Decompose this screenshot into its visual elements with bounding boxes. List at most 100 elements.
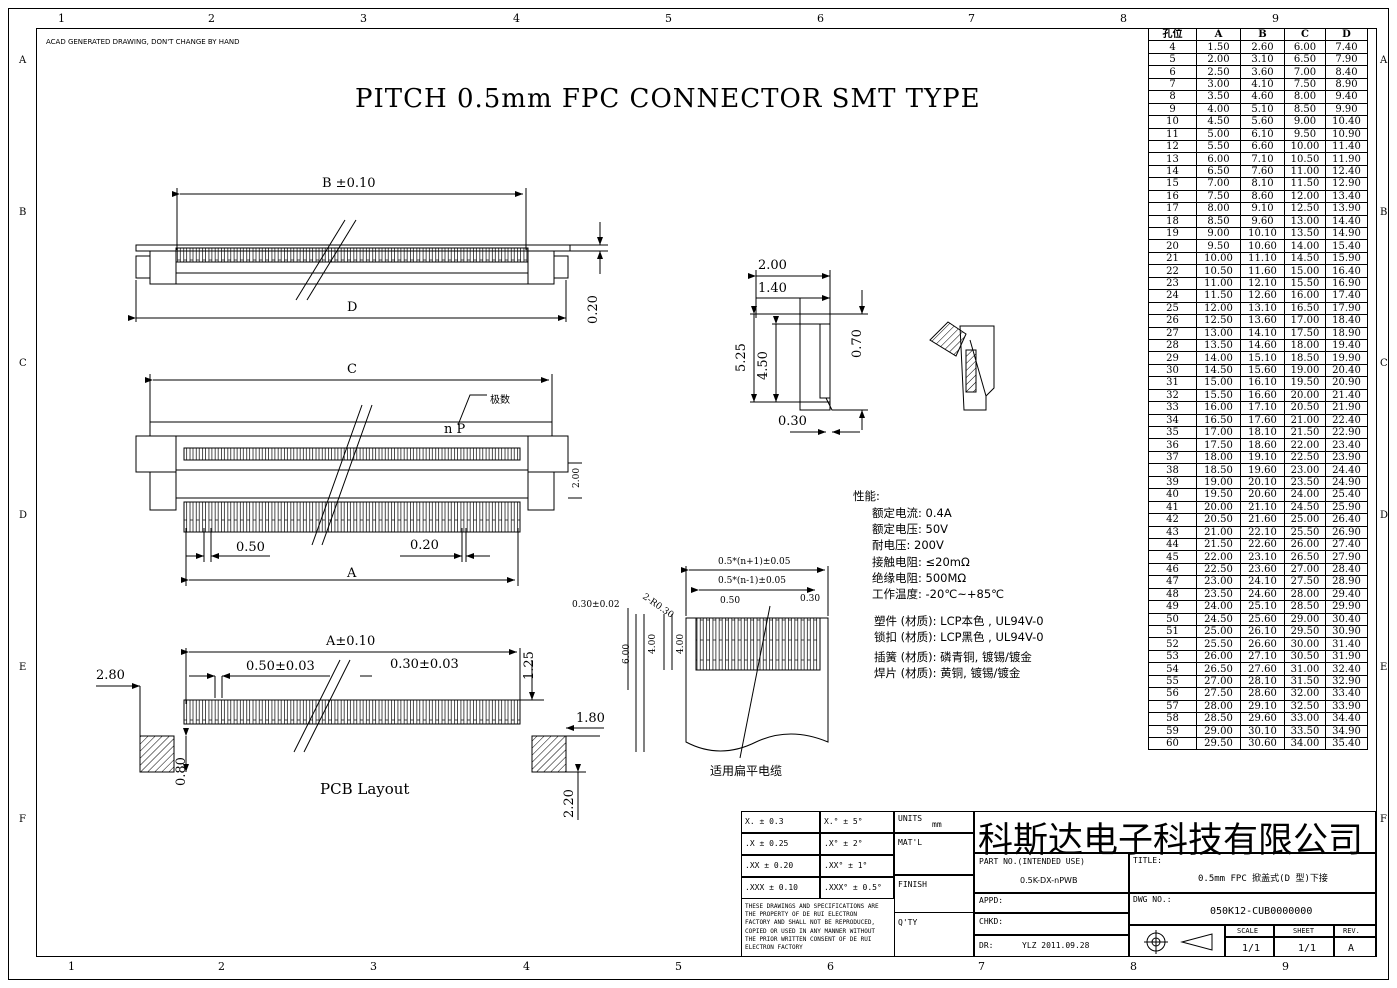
pin-table-cell: 22.10 (1240, 525, 1285, 539)
units-value: mm (932, 820, 942, 829)
pin-table-cell: 31.40 (1325, 637, 1368, 651)
pin-table-cell: 33.40 (1325, 687, 1368, 701)
pin-table-cell: 25.00 (1196, 624, 1241, 639)
pin-table-cell: 10.50 (1196, 264, 1241, 278)
pin-table-cell: 26.50 (1284, 550, 1326, 564)
rev-value: A (1348, 943, 1355, 954)
pin-table-cell: 13 (1148, 152, 1197, 166)
pin-table-cell: 13.40 (1325, 189, 1368, 204)
pin-table-cell: 13.00 (1284, 214, 1326, 229)
pin-table-cell: 19.90 (1325, 351, 1368, 365)
pin-table-cell: 26.40 (1325, 513, 1368, 527)
pin-table-cell: 2.50 (1196, 65, 1241, 79)
pin-table-cell: 17.10 (1240, 401, 1285, 415)
pin-table-cell: 46 (1148, 562, 1197, 577)
pin-table-cell: 9 (1148, 102, 1197, 117)
pin-table-cell: 25.90 (1325, 500, 1368, 515)
pin-table-cell: 10.50 (1284, 152, 1326, 166)
pin-table-cell: 14.00 (1196, 351, 1241, 365)
pin-table-cell: 19.00 (1196, 475, 1241, 490)
pin-table-cell: 48 (1148, 587, 1197, 602)
pin-table-cell: 21 (1148, 251, 1197, 266)
zone-row-label: E (19, 662, 27, 673)
pin-table-cell: 22.40 (1325, 413, 1368, 428)
pin-table-cell: 13.00 (1196, 326, 1241, 340)
pin-table-cell: 28.00 (1284, 587, 1326, 602)
zone-col-label: 8 (1120, 12, 1127, 25)
pin-table-cell: 32.40 (1325, 662, 1368, 676)
finish-label: FINISH (898, 880, 927, 889)
pin-table-cell: 9.40 (1325, 90, 1368, 104)
front-view (135, 374, 582, 586)
fpc-dim-600: 6.00 (622, 643, 632, 664)
pin-table-cell: 6.50 (1196, 164, 1241, 179)
pin-table-header: A (1196, 27, 1241, 42)
side-dim-4: 4.50 (756, 351, 771, 380)
pin-table-cell: 11.10 (1240, 251, 1285, 266)
tolerance-cell (741, 877, 820, 899)
pin-table-cell: 8.50 (1284, 102, 1326, 117)
spec-line: 额定电流: 0.4A (872, 506, 952, 520)
tolerance-linear: .X ± 0.25 (745, 839, 789, 848)
tolerance-cell (820, 877, 894, 899)
pin-table-cell: 29.90 (1325, 600, 1368, 614)
pin-table-cell: 20.50 (1196, 513, 1241, 527)
pin-table-cell: 14.50 (1196, 363, 1241, 378)
fpc-caption: 适用扁平电缆 (710, 764, 783, 778)
zone-row-label: A (19, 55, 27, 66)
copyright-line: ELECTRON FACTORY (745, 944, 803, 951)
pin-table-cell: 7.50 (1196, 189, 1241, 204)
pin-table-cell: 25.40 (1325, 488, 1368, 502)
pin-table-cell: 17.60 (1240, 413, 1285, 428)
zone-col-label: 5 (665, 12, 672, 25)
pin-table-cell: 25.10 (1240, 600, 1285, 614)
pin-table-cell: 20.60 (1240, 488, 1285, 502)
projection-symbol-cell (1129, 925, 1225, 957)
pin-table-cell: 16.00 (1284, 289, 1326, 303)
pin-table-cell: 2.00 (1196, 52, 1241, 67)
dwg-label: DWG NO.: (1133, 895, 1172, 904)
pin-table-cell: 24.90 (1325, 475, 1368, 490)
copyright-line: THE PROPERTY OF DE RUI ELECTRON (745, 911, 857, 919)
pin-table-cell: 7.90 (1325, 52, 1368, 67)
pin-table-cell: 15.90 (1325, 251, 1368, 266)
pin-table-cell: 27.10 (1240, 649, 1285, 664)
zone-col-label: 4 (513, 12, 520, 25)
pin-table-cell: 22.50 (1196, 562, 1241, 577)
pin-table-cell: 20.90 (1325, 376, 1368, 390)
dim-pitch: 0.50 (236, 540, 265, 555)
pin-table-cell: 27.00 (1196, 674, 1241, 689)
pin-table-cell: 28 (1148, 338, 1197, 353)
pin-table-cell: 17.50 (1196, 438, 1241, 452)
pin-table-cell: 11.60 (1240, 264, 1285, 278)
tolerance-linear: .XX ± 0.20 (745, 861, 794, 870)
dwg-value: 050K12-CUB0000000 (1210, 906, 1313, 917)
tolerance-cell (741, 833, 820, 855)
pin-table-cell: 14.90 (1325, 226, 1368, 241)
pcb-dim-a: A±0.10 (326, 634, 376, 649)
zone-col-label: 1 (58, 12, 65, 25)
pcb-dim-180: 1.80 (576, 711, 605, 726)
pin-table-cell: 33.00 (1284, 712, 1326, 726)
pin-table-cell: 18.90 (1325, 326, 1368, 340)
pin-table-cell: 57 (1148, 699, 1197, 714)
pin-table-cell: 13.50 (1284, 226, 1326, 241)
pin-table-cell: 8.50 (1196, 214, 1241, 229)
pin-table-cell: 6.60 (1240, 139, 1285, 154)
pin-table-cell: 4.00 (1196, 102, 1241, 117)
pin-table-cell: 29.50 (1284, 624, 1326, 639)
zone-row-label: F (19, 814, 26, 825)
zone-col-label: 5 (675, 960, 682, 973)
zone-row-label: D (1380, 510, 1389, 521)
